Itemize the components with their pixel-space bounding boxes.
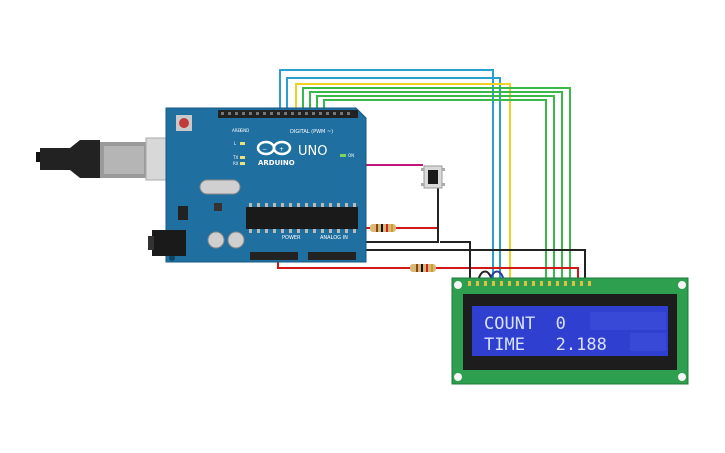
wire-blue-1[interactable] — [279, 69, 494, 282]
power-header — [250, 252, 298, 260]
wire-yellow[interactable] — [295, 83, 511, 282]
led-on — [340, 154, 346, 157]
power-label: POWER — [282, 235, 301, 241]
infinity-logo-icon: − + — [256, 140, 292, 156]
reset-button[interactable] — [176, 115, 192, 131]
analog-label: ANALOG IN — [320, 235, 348, 241]
led-tx-label: TX — [232, 155, 238, 160]
lcd-module[interactable]: COUNT 0 TIME 2.188 — [451, 277, 689, 385]
pushbutton-icon[interactable] — [421, 165, 445, 189]
wire-green-3[interactable] — [316, 95, 555, 282]
resistor-lcd[interactable] — [410, 264, 436, 272]
led-l-label: L — [234, 141, 237, 146]
brand-label: ARDUINO — [258, 159, 295, 167]
small-chip — [214, 203, 222, 211]
led-rx-label: RX — [233, 161, 239, 166]
arduino-board[interactable]: AREF GND DIGITAL (PWM ~) − + ARDUINO UNO… — [148, 107, 367, 263]
regulator — [178, 206, 188, 220]
usb-connector-icon — [36, 137, 175, 181]
on-label: ON — [348, 153, 354, 158]
digital-header — [218, 110, 358, 118]
wire-red-lcd[interactable] — [436, 267, 579, 282]
capacitor-2 — [227, 231, 245, 249]
wire-green-2[interactable] — [309, 91, 563, 282]
svg-text:−: − — [262, 146, 267, 153]
resistor-icon[interactable] — [370, 224, 396, 232]
svg-text:+: + — [279, 146, 284, 153]
led-rx — [240, 162, 245, 165]
atmega-chip — [246, 203, 358, 233]
lcd-line-1: COUNT 0 — [484, 314, 566, 334]
lcd-header — [468, 281, 591, 286]
wire-red-button[interactable] — [396, 192, 439, 229]
board-name: UNO — [298, 144, 327, 159]
led-l — [240, 142, 245, 145]
capacitor-1 — [207, 231, 225, 249]
wire-black-lcd[interactable] — [440, 241, 471, 282]
lcd-line-2: TIME 2.188 — [484, 335, 607, 355]
wire-green-1[interactable] — [302, 87, 571, 282]
aref-label: AREF — [232, 128, 243, 133]
analog-header — [308, 252, 356, 260]
led-tx — [240, 156, 245, 159]
wire-black-lcd-2[interactable] — [295, 249, 586, 282]
power-jack-icon[interactable] — [148, 230, 186, 256]
crystal — [199, 179, 241, 195]
digital-label: DIGITAL (PWM ~) — [290, 129, 333, 135]
gnd-label: GND — [240, 128, 249, 133]
wire-blue-2[interactable] — [286, 77, 501, 282]
